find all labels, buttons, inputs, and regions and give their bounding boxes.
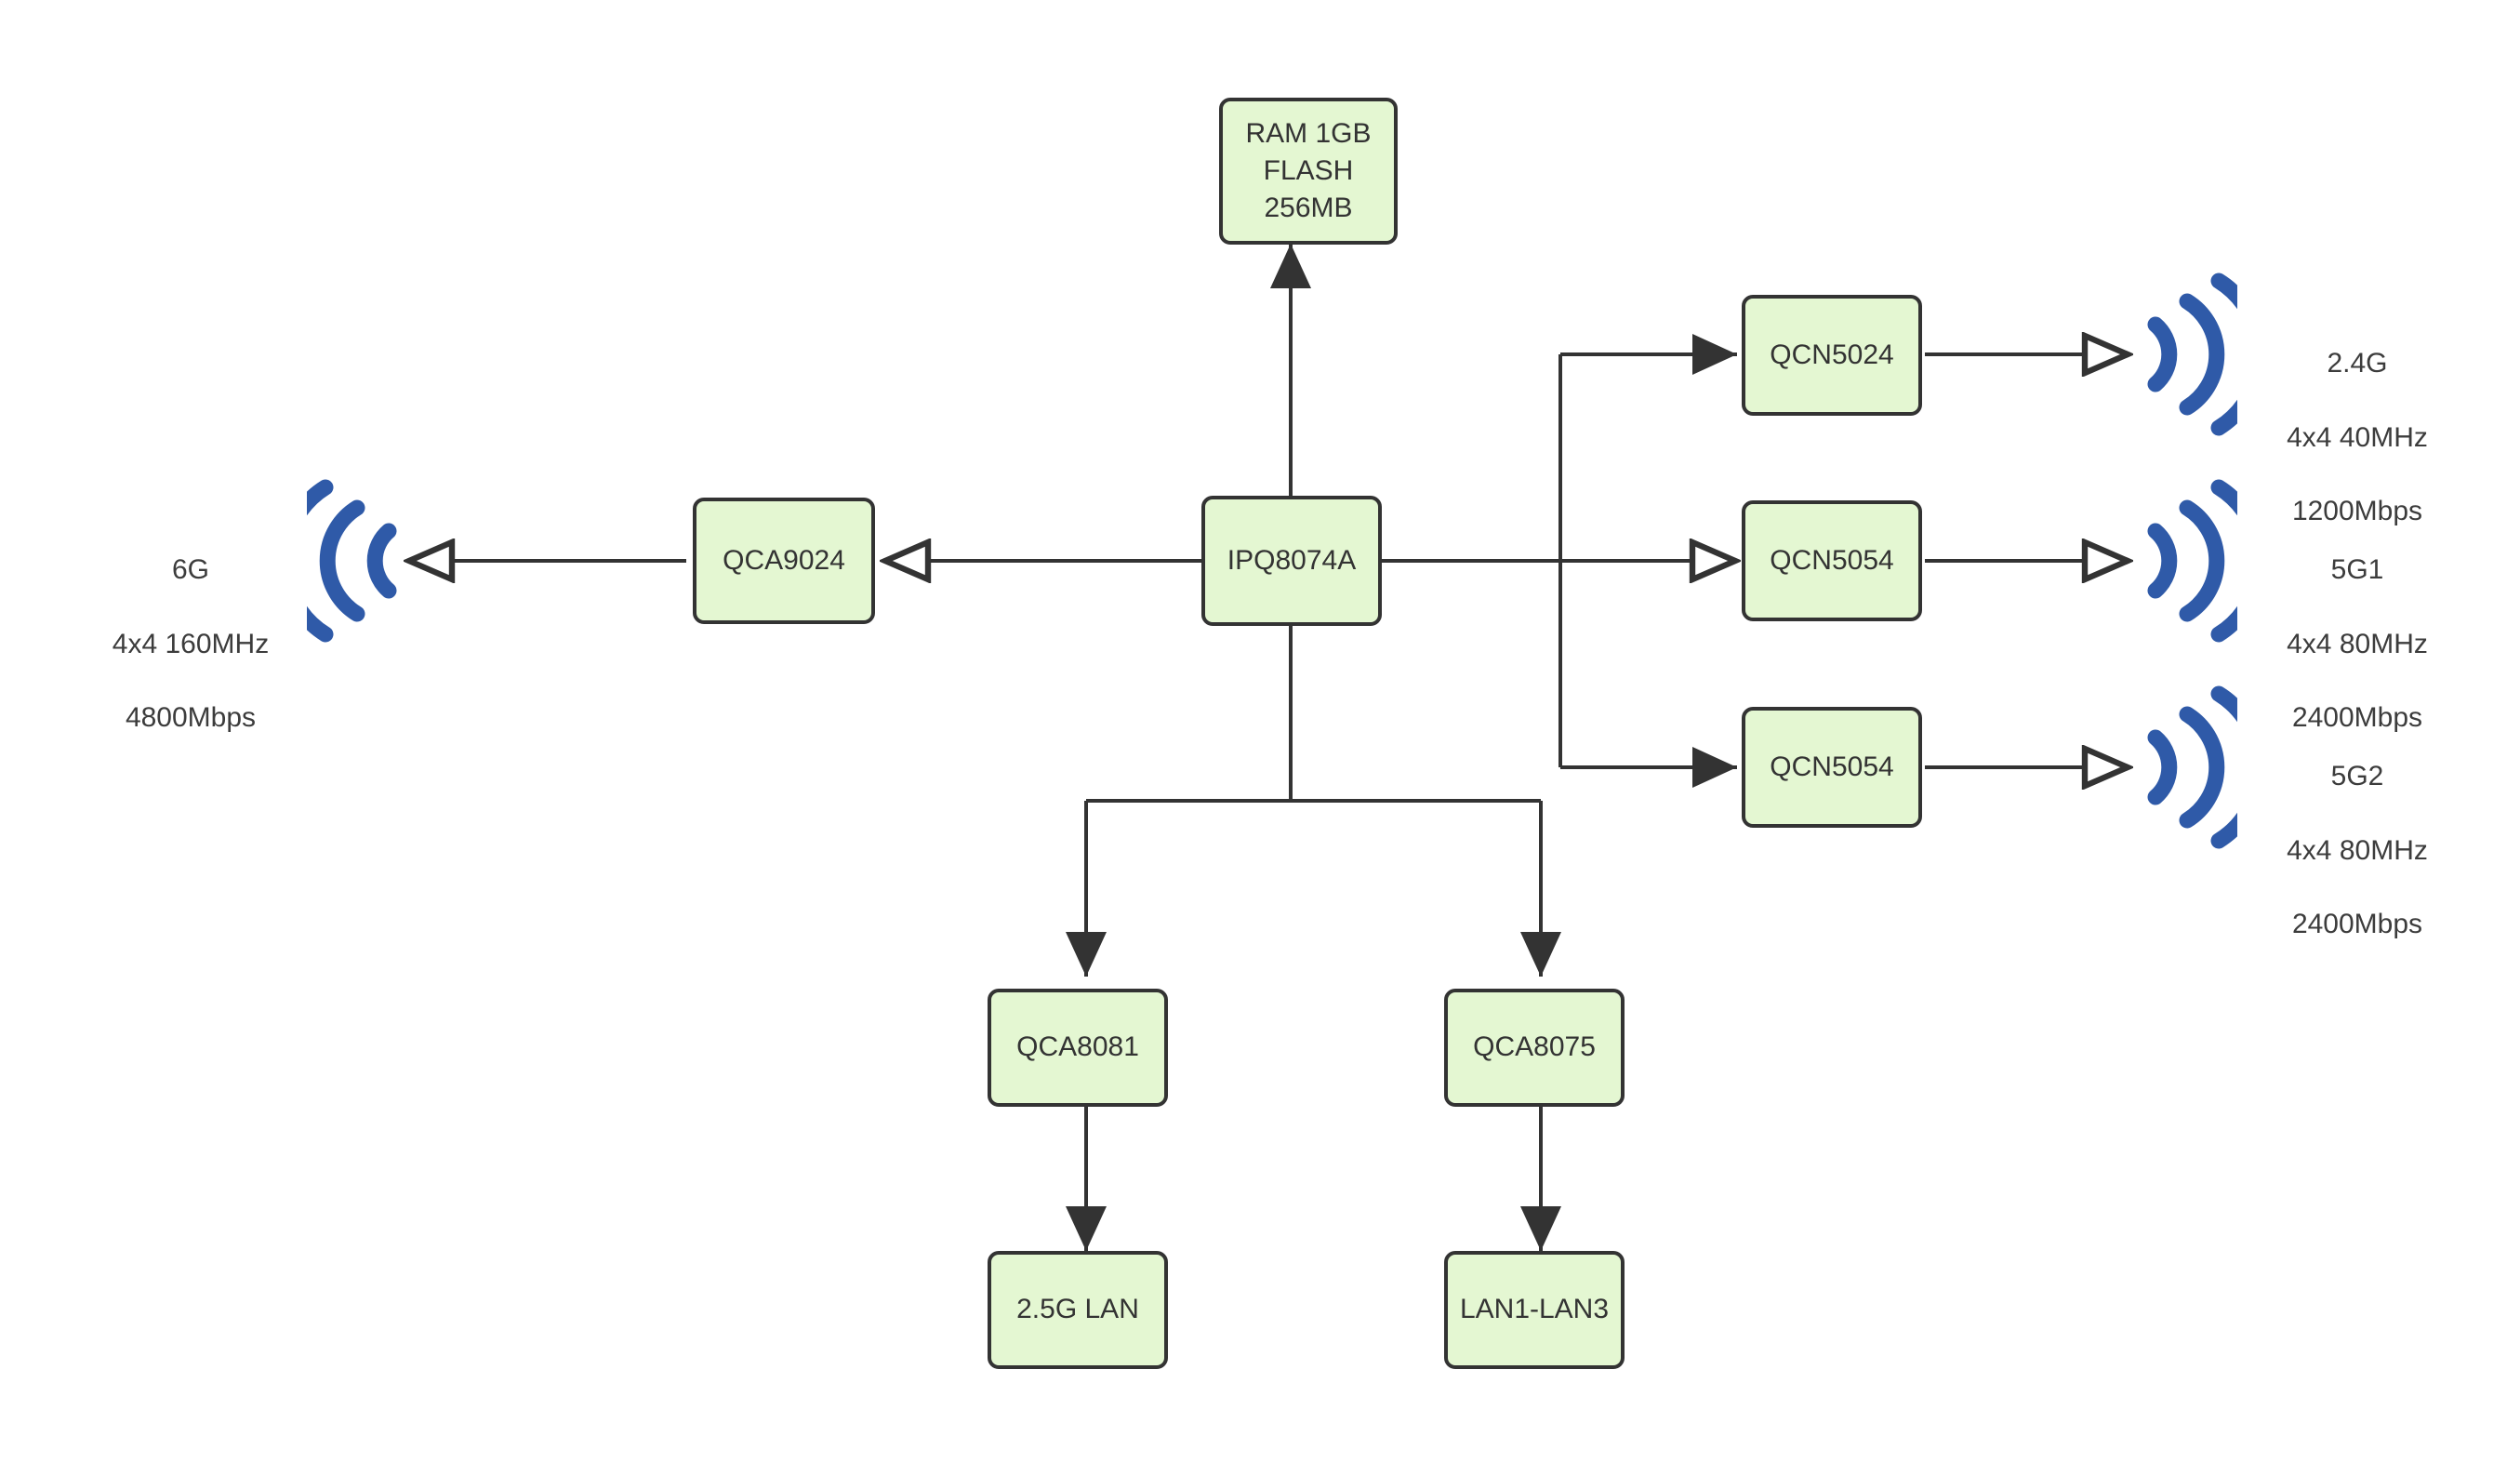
node-soc-ipq8074a[interactable]: IPQ8074A — [1201, 496, 1382, 626]
wifi-signal-icon-5g2 — [2147, 685, 2237, 849]
radio-label-5g2-band: 5G2 — [2330, 760, 2384, 791]
radio-label-5g1-rate: 2400Mbps — [2291, 702, 2423, 734]
radio-label-6g: 6G 4x4 160MHz 4800Mbps — [84, 514, 298, 774]
radio-label-6g-band: 6G — [171, 553, 210, 585]
radio-label-5g1-stream: 4x4 80MHz — [2287, 628, 2428, 659]
node-port-25g-lan[interactable]: 2.5G LAN — [988, 1251, 1168, 1369]
node-memory[interactable]: RAM 1GB FLASH 256MB — [1219, 98, 1398, 245]
node-port-lan1-lan3[interactable]: LAN1-LAN3 — [1444, 1251, 1625, 1369]
radio-label-5g2-stream: 4x4 80MHz — [2287, 834, 2428, 866]
node-qcn5024-24g[interactable]: QCN5024 — [1742, 295, 1922, 416]
node-qcn5054-5g2[interactable]: QCN5054 — [1742, 707, 1922, 828]
wifi-signal-icon-6g — [307, 479, 397, 643]
node-qcn5054-5g1[interactable]: QCN5054 — [1742, 500, 1922, 621]
node-qca9024[interactable]: QCA9024 — [693, 498, 875, 624]
wifi-signal-icon-5g1 — [2147, 479, 2237, 643]
wifi-signal-icon-24g — [2147, 273, 2237, 436]
radio-label-5g1: 5G1 4x4 80MHz 2400Mbps — [2250, 514, 2464, 774]
radio-label-5g1-band: 5G1 — [2330, 553, 2384, 585]
node-qca8075[interactable]: QCA8075 — [1444, 989, 1625, 1107]
radio-label-24g-stream: 4x4 40MHz — [2287, 421, 2428, 453]
radio-label-5g2: 5G2 4x4 80MHz 2400Mbps — [2250, 721, 2464, 980]
node-qca8081[interactable]: QCA8081 — [988, 989, 1168, 1107]
radio-label-24g: 2.4G 4x4 40MHz 1200Mbps — [2250, 308, 2464, 567]
radio-label-5g2-rate: 2400Mbps — [2291, 909, 2423, 940]
radio-label-6g-rate: 4800Mbps — [125, 702, 257, 734]
radio-label-6g-stream: 4x4 160MHz — [112, 628, 270, 659]
radio-label-24g-rate: 1200Mbps — [2291, 496, 2423, 527]
radio-label-24g-band: 2.4G — [2327, 347, 2388, 379]
